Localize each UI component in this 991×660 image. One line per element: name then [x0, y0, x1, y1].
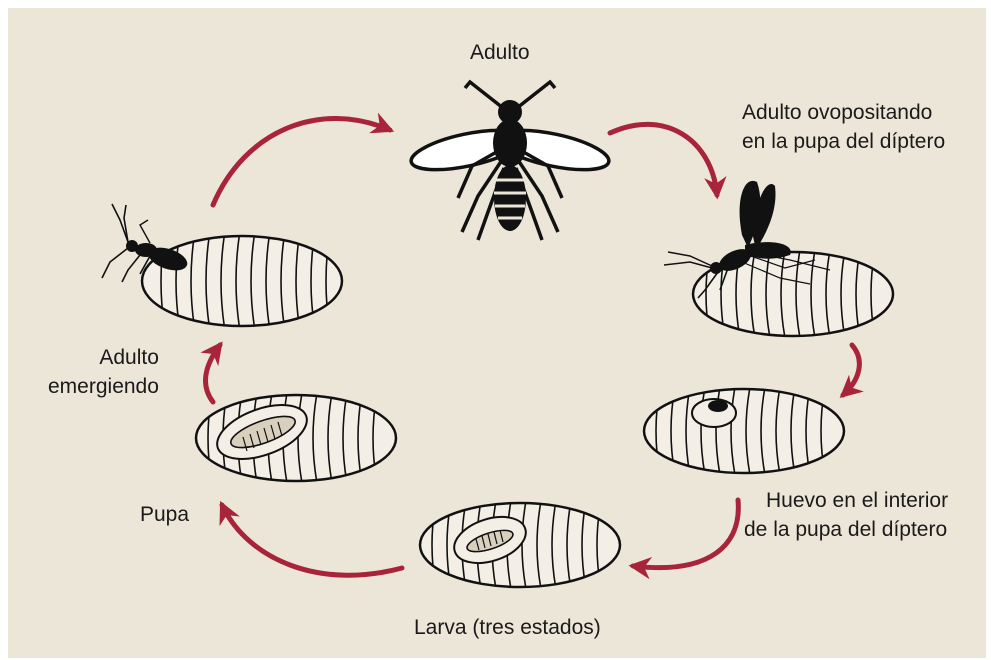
label-egg: Huevo en el interior de la pupa del dípt… — [744, 486, 948, 544]
cocoon-larva — [420, 501, 620, 589]
arrow-adult-to-ovipositing — [610, 124, 717, 195]
label-larva: Larva (tres estados) — [414, 613, 601, 642]
arrow-pupa-to-emerging — [206, 345, 220, 402]
label-emerging: Adulto emergiendo — [48, 343, 159, 401]
arrow-larva-to-pupa — [222, 505, 402, 575]
label-ovipositing: Adulto ovopositando en la pupa del dípte… — [742, 98, 945, 156]
cocoon-egg — [644, 387, 844, 475]
arrow-ovipositing-to-egg — [843, 345, 859, 395]
arrow-egg-to-larva — [633, 500, 738, 568]
cocoon-emerging — [142, 231, 342, 331]
adult-wasp-icon — [408, 82, 612, 240]
label-pupa: Pupa — [140, 500, 189, 529]
arrow-emerging-to-adult — [213, 119, 390, 205]
cocoon-pupa — [196, 393, 396, 483]
label-adult: Adulto — [470, 38, 530, 67]
egg-icon — [708, 400, 728, 412]
